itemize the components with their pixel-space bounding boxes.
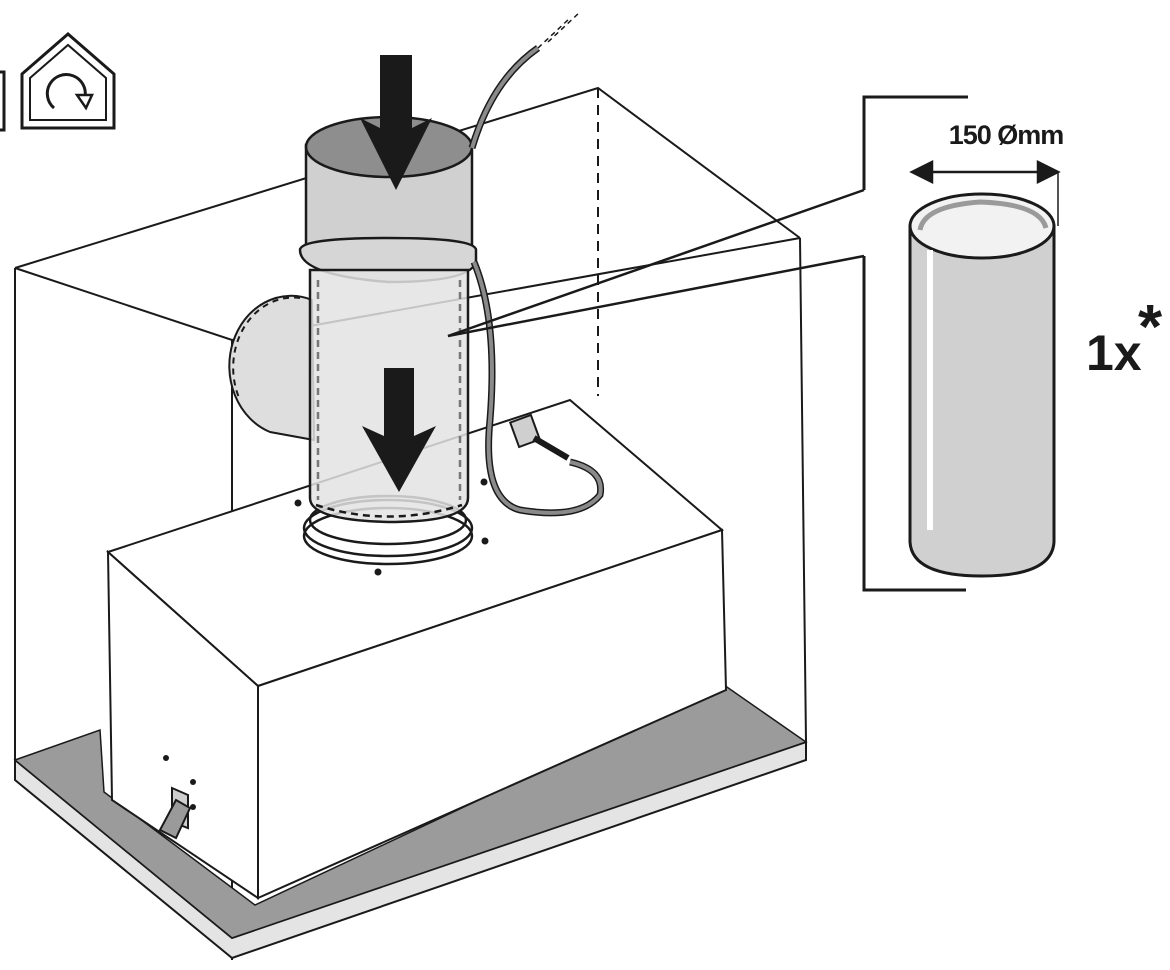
non-return-flap	[228, 294, 316, 442]
cropped-icon-left	[0, 70, 6, 132]
footnote-asterisk: *	[1138, 293, 1163, 362]
arrow-down-icon	[360, 55, 432, 190]
hood-switch	[158, 786, 192, 840]
house-recirculation-icon	[20, 32, 116, 130]
quantity-label: 1x	[1086, 325, 1142, 381]
diameter-dimension	[909, 159, 1061, 226]
detail-duct-part	[908, 192, 1056, 578]
cabinet-outline	[14, 86, 807, 960]
arrow-down-icon	[362, 368, 436, 492]
callout-lines	[447, 188, 865, 338]
diameter-label: 150 Ømm	[949, 120, 1064, 150]
mounting-screws	[163, 478, 489, 810]
detail-bracket	[862, 95, 968, 592]
power-cable	[468, 11, 605, 517]
